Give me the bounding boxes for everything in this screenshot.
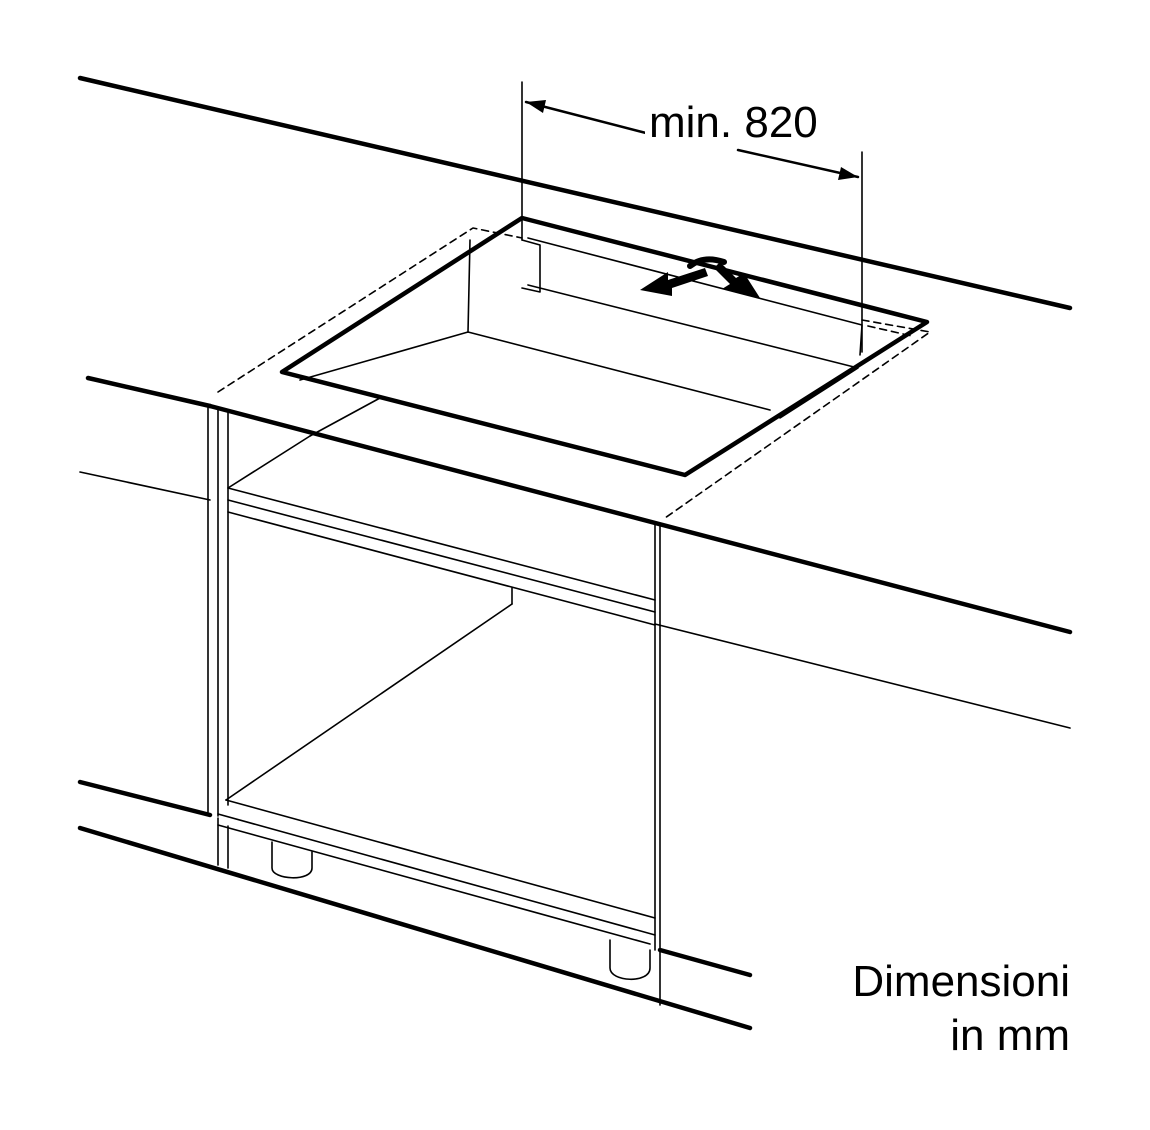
cutout-cavity: [299, 237, 863, 437]
double-arrow-icon: [640, 256, 760, 298]
hob-footprint-dashed: [217, 227, 931, 519]
dimension-line: [521, 81, 863, 353]
worktop-back-edge: [77, 75, 1073, 311]
base-cabinet: [207, 405, 661, 1006]
dimension-label: min. 820: [645, 98, 822, 148]
units-note: Dimensioni in mm: [852, 955, 1070, 1063]
cabinet-foot-left: [271, 841, 313, 879]
worktop-cutout: [279, 215, 930, 478]
cabinet-foot-right: [609, 939, 651, 980]
worktop-underside-line: [79, 471, 1071, 729]
worktop-front-edge: [85, 375, 1073, 635]
units-note-line1: Dimensioni: [852, 957, 1070, 1006]
plinth-lines: [77, 779, 753, 1031]
units-note-line2: in mm: [950, 1011, 1070, 1060]
